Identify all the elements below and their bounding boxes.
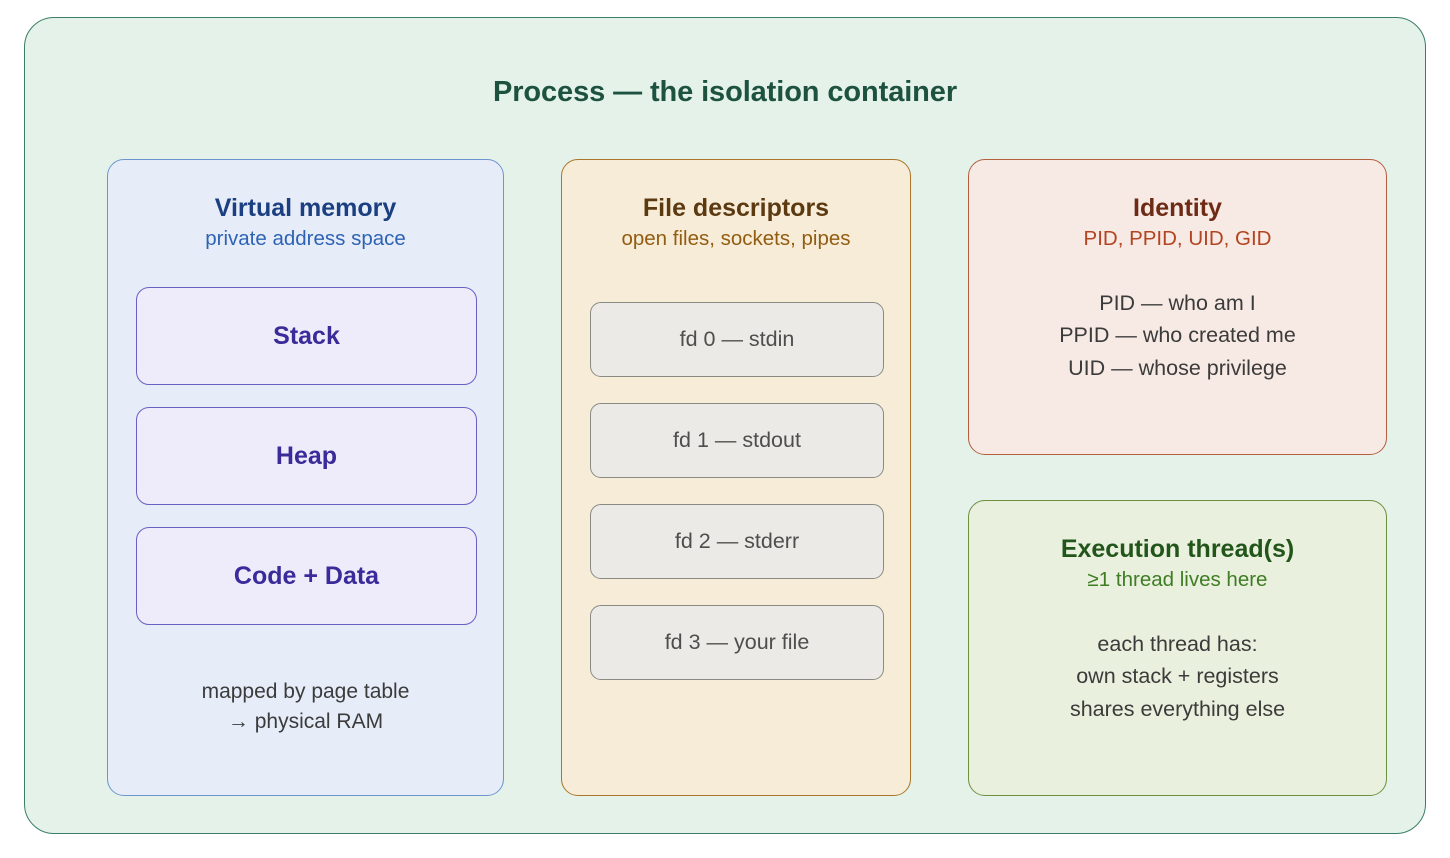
identity-detail-line: PID — who am I <box>1099 291 1256 315</box>
memory-footer-line: → physical RAM <box>227 709 384 733</box>
execution-threads-detail-line: each thread has: <box>1097 632 1258 656</box>
identity-detail-list: PID — who am I PPID — who created me UID… <box>969 287 1386 384</box>
identity-detail-line: UID — whose privilege <box>1068 355 1287 380</box>
memory-region-label: Code + Data <box>233 561 380 590</box>
file-descriptor-fd2[interactable]: fd 2 — stderr <box>590 504 884 579</box>
file-descriptors-subtitle: open files, sockets, pipes <box>621 227 851 251</box>
file-descriptor-fd3[interactable]: fd 3 — your file <box>590 605 884 680</box>
page-title: Process — the isolation container <box>492 76 958 108</box>
execution-threads-subtitle: ≥1 thread lives here <box>1087 568 1268 592</box>
file-descriptor-list: fd 0 — stdin fd 1 — stdout fd 2 — stderr… <box>590 302 884 706</box>
card-file-descriptors: File descriptors open files, sockets, pi… <box>561 159 911 796</box>
virtual-memory-title: Virtual memory <box>214 194 397 222</box>
identity-subtitle: PID, PPID, UID, GID <box>1083 227 1272 251</box>
process-container: Process — the isolation container Virtua… <box>24 17 1426 834</box>
execution-threads-detail-list: each thread has: own stack + registers s… <box>969 628 1386 725</box>
memory-region-heap[interactable]: Heap <box>136 407 477 505</box>
file-descriptor-fd0[interactable]: fd 0 — stdin <box>590 302 884 377</box>
memory-footer-line: mapped by page table <box>201 680 410 703</box>
file-descriptor-label: fd 0 — stdin <box>679 327 795 351</box>
file-descriptor-label: fd 2 — stderr <box>674 529 800 553</box>
execution-threads-title: Execution thread(s) <box>1060 535 1295 563</box>
virtual-memory-subtitle: private address space <box>205 227 406 251</box>
card-identity: Identity PID, PPID, UID, GID PID — who a… <box>968 159 1387 455</box>
file-descriptor-label: fd 1 — stdout <box>673 428 801 452</box>
memory-region-code-data[interactable]: Code + Data <box>136 527 477 625</box>
file-descriptor-label: fd 3 — your file <box>664 630 810 654</box>
identity-title: Identity <box>1133 194 1222 222</box>
file-descriptors-title: File descriptors <box>642 194 830 222</box>
card-virtual-memory: Virtual memory private address space Sta… <box>107 159 504 796</box>
memory-region-label: Heap <box>275 441 338 470</box>
memory-region-stack[interactable]: Stack <box>136 287 477 385</box>
card-execution-threads: Execution thread(s) ≥1 thread lives here… <box>968 500 1387 796</box>
execution-threads-detail-line: own stack + registers <box>1076 664 1279 689</box>
memory-region-label: Stack <box>273 321 340 350</box>
identity-detail-line: PPID — who created me <box>1059 323 1296 348</box>
memory-footer-note: mapped by page table → physical RAM <box>108 677 503 737</box>
file-descriptor-fd1[interactable]: fd 1 — stdout <box>590 403 884 478</box>
execution-threads-detail-line: shares everything else <box>1069 696 1286 721</box>
memory-region-list: Stack Heap Code + Data <box>136 287 477 647</box>
